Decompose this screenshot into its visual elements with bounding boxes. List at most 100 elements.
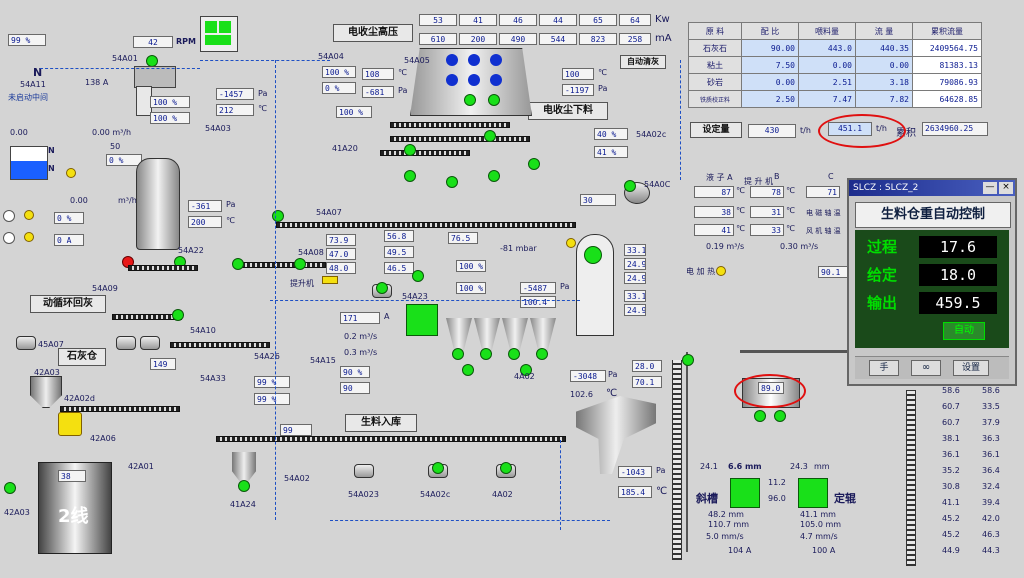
- feed-bin-3-motor[interactable]: [508, 348, 520, 360]
- auto-mode-button[interactable]: 自动: [943, 322, 985, 340]
- main-belt-conveyor[interactable]: [276, 222, 576, 228]
- auto-clean-button[interactable]: 自动清灰: [620, 55, 666, 69]
- raw-meal-air-slide[interactable]: [216, 436, 566, 442]
- belt-conveyor-icon[interactable]: [128, 265, 198, 271]
- bucket-elevator-3-icon[interactable]: [906, 390, 916, 566]
- motor-1[interactable]: [116, 336, 136, 350]
- feed-pipe: [740, 350, 850, 353]
- silo-41a24-motor[interactable]: [238, 480, 250, 492]
- material-name: 石灰石: [688, 39, 742, 57]
- dust-collector-discharge-label[interactable]: 电收尘下料: [528, 102, 608, 120]
- left-roller-v4: 104 A: [728, 546, 752, 555]
- esp-motor-1[interactable]: [464, 94, 476, 106]
- lime-feeder-icon[interactable]: [58, 412, 82, 436]
- right-roller-motor-icon[interactable]: [798, 478, 828, 508]
- motor-45a07[interactable]: [16, 336, 36, 350]
- raw-meal-to-silo-label[interactable]: 生料入库: [345, 414, 417, 432]
- ratio-value[interactable]: 0.00: [741, 73, 799, 91]
- ratio-value[interactable]: 7.50: [741, 56, 799, 74]
- screw-conveyor-2[interactable]: [170, 342, 270, 348]
- weigh-bin-control-faceplate[interactable]: SLCZ : SLCZ_2 — × 生料仓重自动控制 过程 17.6 给定 18…: [847, 178, 1017, 386]
- trend-button[interactable]: ∞: [911, 360, 941, 376]
- rotary-feeder-icon[interactable]: [200, 16, 238, 52]
- close-button[interactable]: ×: [999, 182, 1013, 194]
- esp-screw-2[interactable]: [390, 136, 530, 142]
- esp-screw-1[interactable]: [390, 122, 510, 128]
- return-screw-motor-2[interactable]: [294, 258, 306, 270]
- esp-screw-motor-5[interactable]: [488, 170, 500, 182]
- tower-pressure-unit: Pa: [226, 200, 236, 209]
- weigh-bin-motor-2[interactable]: [774, 410, 786, 422]
- feed-bin-1-motor[interactable]: [452, 348, 464, 360]
- esp-screw-3[interactable]: [380, 150, 470, 156]
- esp-screw-motor-3[interactable]: [404, 170, 416, 182]
- damper-3: 99 %: [254, 376, 290, 388]
- lime-screw-conveyor[interactable]: [60, 406, 180, 412]
- feed-bin-4-motor[interactable]: [536, 348, 548, 360]
- left-roller-motor-icon[interactable]: [730, 478, 760, 508]
- ratio-value[interactable]: 90.00: [741, 39, 799, 57]
- weigh-bin-motor-1[interactable]: [754, 410, 766, 422]
- dust-collector-high-voltage-label[interactable]: 电收尘高压: [333, 24, 413, 42]
- return-screw-motor[interactable]: [232, 258, 244, 270]
- exhaust-fan-status[interactable]: [624, 180, 636, 192]
- lime-bin-label[interactable]: 石灰仓: [58, 348, 106, 366]
- fan-54a02c-status[interactable]: [432, 462, 444, 474]
- line2-tank-icon[interactable]: [38, 462, 112, 554]
- pump-icon-2[interactable]: [24, 232, 34, 242]
- cyclone-separator-icon[interactable]: [576, 396, 656, 474]
- motor-2[interactable]: [140, 336, 160, 350]
- sp-value[interactable]: 18.0: [919, 264, 997, 286]
- bucket-elevator-motor[interactable]: [584, 246, 602, 264]
- ratio-value[interactable]: 2.50: [741, 90, 799, 108]
- esp-screw-motor-4[interactable]: [446, 176, 458, 188]
- water-tank-icon[interactable]: [10, 146, 48, 180]
- settings-button[interactable]: 设置: [953, 360, 989, 376]
- col-ratio: 配 比: [741, 22, 799, 40]
- faceplate-title[interactable]: SLCZ : SLCZ_2 — ×: [849, 180, 1015, 196]
- feed-screw-motor-2[interactable]: [520, 364, 532, 376]
- table-row[interactable]: 粘土 7.50 0.00 0.00 81383.13: [688, 56, 982, 74]
- right-column-value: 58.6: [942, 386, 960, 395]
- bin-damper: 100 %: [456, 260, 486, 272]
- lime-silo-icon[interactable]: [30, 376, 62, 408]
- pump-icon-1[interactable]: [24, 210, 34, 220]
- bucket-elevator-2-icon[interactable]: [672, 360, 682, 560]
- esp-screw-motor-1[interactable]: [404, 144, 416, 156]
- esp-screw-motor-6[interactable]: [528, 158, 540, 170]
- draft-recycle-label[interactable]: 动循环回灰: [30, 295, 106, 313]
- left-roller-v1: 48.2 mm: [708, 510, 744, 519]
- roller-current-unit: A: [384, 312, 390, 321]
- minimize-button[interactable]: —: [983, 182, 997, 194]
- lift-motor-status[interactable]: [376, 282, 388, 294]
- sensor-icon-1[interactable]: [3, 210, 15, 222]
- line2-motor[interactable]: [4, 482, 16, 494]
- manual-button[interactable]: 手: [869, 360, 899, 376]
- esp-screw-motor-2[interactable]: [484, 130, 496, 142]
- fan-icon[interactable]: [134, 66, 176, 88]
- right-column-value: 33.5: [982, 402, 1000, 411]
- main-belt-motor[interactable]: [272, 210, 284, 222]
- sensor-icon-2[interactable]: [3, 232, 15, 244]
- setpoint-input[interactable]: 430: [748, 124, 796, 138]
- fan-4a02-status[interactable]: [500, 462, 512, 474]
- output-value[interactable]: 459.5: [919, 292, 997, 314]
- esp-motor-2[interactable]: [488, 94, 500, 106]
- screw-conveyor-1-motor[interactable]: [172, 309, 184, 321]
- elevator-motor-a[interactable]: [412, 270, 424, 282]
- hydraulic-station-icon[interactable]: [406, 304, 438, 336]
- return-screw[interactable]: [236, 262, 326, 268]
- center-value-2: 96.0: [768, 494, 786, 503]
- conditioning-tower-icon[interactable]: [136, 158, 180, 250]
- table-row[interactable]: 铁质校正料 2.50 7.47 7.82 64628.85: [688, 90, 982, 108]
- left-flow-2: 0.00 m³/h: [92, 128, 132, 137]
- water-pump-icon[interactable]: [66, 168, 76, 178]
- fan-54a023[interactable]: [354, 464, 374, 478]
- feed-screw-motor-1[interactable]: [462, 364, 474, 376]
- table-row[interactable]: 石灰石 90.00 443.0 440.35 2409564.75: [688, 39, 982, 57]
- feed-bin-2-motor[interactable]: [480, 348, 492, 360]
- chute-motor[interactable]: [682, 354, 694, 366]
- esp-field-3: [490, 54, 502, 66]
- table-row[interactable]: 砂岩 0.00 2.51 3.18 79086.93: [688, 73, 982, 91]
- total-value: 79086.93: [912, 73, 982, 91]
